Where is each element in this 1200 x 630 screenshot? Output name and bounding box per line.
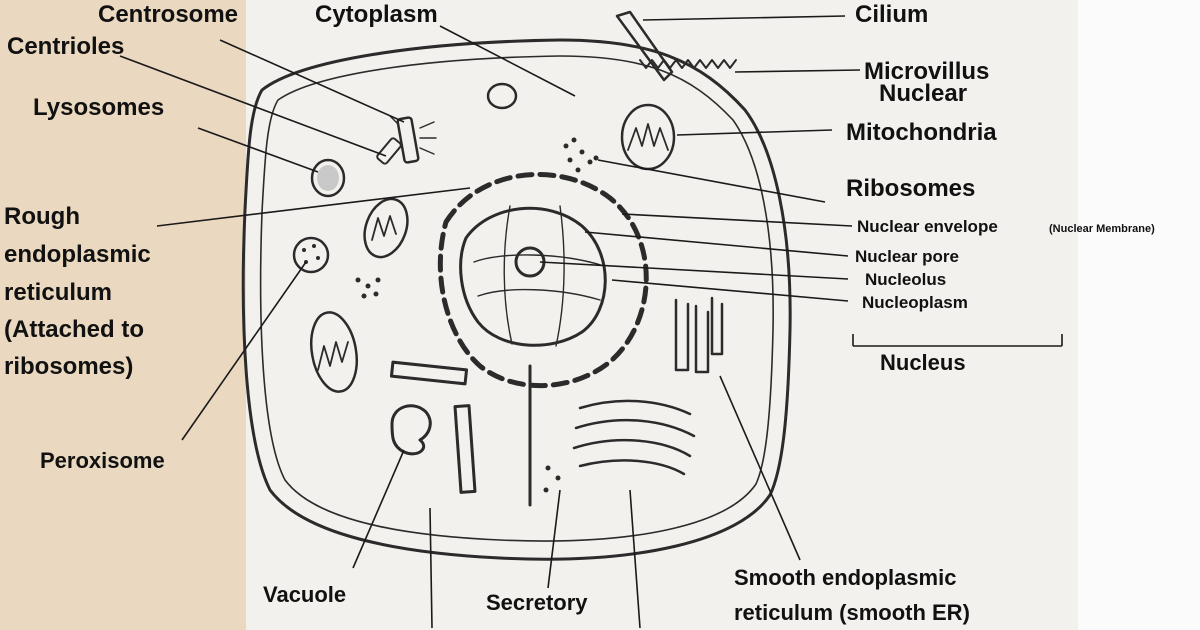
- label-nucleus: Nucleus: [880, 350, 966, 375]
- leader-lines: [119, 15, 1063, 629]
- rough-er-folds: [572, 399, 696, 476]
- leader-ribosomes: [597, 159, 826, 203]
- cell-membrane-outer: [241, 38, 792, 561]
- leader-nucleoplasm: [611, 279, 849, 302]
- leader-bottom-right: [629, 489, 641, 629]
- label-nucleolus: Nucleolus: [865, 270, 946, 289]
- ribosome-dots: [355, 137, 599, 493]
- label-rough-er-line-3: reticulum: [4, 279, 112, 306]
- label-smooth-er-line-2: reticulum (smooth ER): [734, 600, 970, 625]
- rod-organelle-1: [389, 360, 469, 386]
- leader-nucleolus: [539, 261, 849, 280]
- label-lysosomes: Lysosomes: [33, 94, 164, 121]
- label-cytoplasm: Cytoplasm: [315, 1, 438, 28]
- nucleus-shape: [437, 171, 649, 507]
- leader-bottom-left: [429, 507, 433, 629]
- cell-membrane-inner: [259, 55, 774, 542]
- label-peroxisome: Peroxisome: [40, 448, 165, 473]
- leader-cytoplasm: [439, 25, 576, 97]
- label-nuclear-envelope: Nuclear envelope: [857, 217, 998, 236]
- label-nuclear-pore: Nuclear pore: [855, 247, 959, 266]
- cilium-shape: [615, 10, 674, 82]
- leader-nuclear-envelope: [621, 213, 853, 227]
- rod-organelle-2: [453, 404, 477, 494]
- centriole-1: [396, 116, 420, 164]
- leader-nuclear-pore: [584, 231, 849, 257]
- label-rough-er-line-2: endoplasmic: [4, 241, 151, 268]
- label-nuclear-membrane: (Nuclear Membrane): [1049, 223, 1155, 235]
- label-rough-er: Rough endoplasmic reticulum (Attached to…: [4, 203, 151, 380]
- leader-mitochondria: [676, 129, 833, 136]
- mitochondrion-2: [363, 197, 409, 259]
- label-smooth-er: Smooth endoplasmic reticulum (smooth ER): [734, 565, 970, 625]
- label-rough-er-line-5: ribosomes): [4, 353, 133, 380]
- label-mitochondria: Mitochondria: [846, 119, 997, 146]
- leader-peroxisome: [181, 261, 307, 441]
- label-microvillus: Microvillus: [864, 58, 989, 85]
- label-nuclear: Nuclear: [879, 80, 967, 107]
- centriole-2: [376, 137, 402, 165]
- leader-secretory: [547, 489, 561, 589]
- leader-rough-er: [156, 187, 471, 227]
- label-smooth-er-line-1: Smooth endoplasmic: [734, 565, 956, 590]
- mitochondrion-3: [309, 311, 359, 393]
- label-rough-er-line-1: Rough: [4, 203, 80, 230]
- label-nucleoplasm: Nucleoplasm: [862, 293, 968, 312]
- leader-smooth-er: [719, 375, 801, 561]
- leader-cilium: [642, 15, 846, 21]
- label-rough-er-line-4: (Attached to: [4, 316, 144, 343]
- label-centrosome: Centrosome: [98, 1, 238, 28]
- drawing-paper: [246, 0, 1078, 630]
- small-vesicle-top: [486, 82, 518, 110]
- microvillus-shape: [639, 59, 737, 69]
- leader-vacuole: [352, 449, 405, 569]
- peroxisome-shape: [292, 236, 330, 274]
- lysosome-shape: [310, 158, 346, 198]
- paper-left-strip: [0, 0, 246, 630]
- label-cilium: Cilium: [855, 1, 928, 28]
- vacuole-shape: [390, 404, 432, 456]
- leader-microvillus: [734, 69, 861, 73]
- leader-centrioles: [119, 55, 387, 157]
- label-vacuole: Vacuole: [263, 582, 346, 607]
- centrosome-rays: [389, 115, 437, 155]
- label-centrioles: Centrioles: [7, 33, 124, 60]
- leader-lysosomes: [197, 127, 319, 173]
- label-secretory: Secretory: [486, 590, 588, 615]
- smooth-er-shape: [674, 296, 724, 374]
- lysosome-fill: [317, 165, 339, 191]
- label-ribosomes: Ribosomes: [846, 175, 975, 202]
- leader-centrosome: [219, 39, 405, 123]
